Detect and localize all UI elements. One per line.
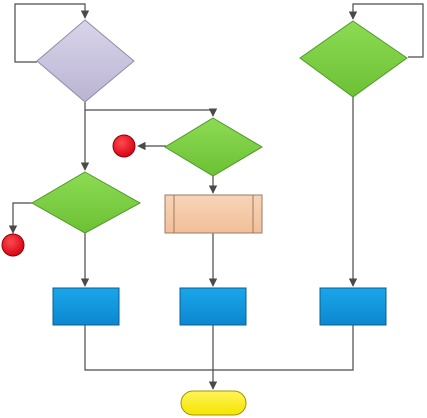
decision-node-3[interactable]: [30, 171, 142, 234]
process-node-1[interactable]: [52, 287, 120, 326]
loop-connector-1: [14, 3, 90, 63]
loop-connector-2: [348, 3, 424, 58]
process-node-3[interactable]: [319, 287, 387, 326]
decision-node-4[interactable]: [299, 20, 408, 98]
decision-node-1[interactable]: [36, 19, 135, 103]
process-node-2[interactable]: [179, 287, 247, 326]
nodes: [1, 19, 408, 416]
subprocess-node[interactable]: [164, 194, 263, 234]
edge-decision3-end2: [8, 202, 33, 234]
edge-process1-join: [84, 325, 213, 371]
end-circle-2[interactable]: [1, 233, 25, 257]
end-circle-1[interactable]: [112, 134, 136, 158]
edge-decision1-decision2: [84, 102, 218, 117]
terminator-node[interactable]: [180, 390, 247, 416]
connectors: [8, 3, 424, 390]
edge-process3-join: [213, 325, 354, 371]
decision-node-2[interactable]: [164, 117, 263, 177]
